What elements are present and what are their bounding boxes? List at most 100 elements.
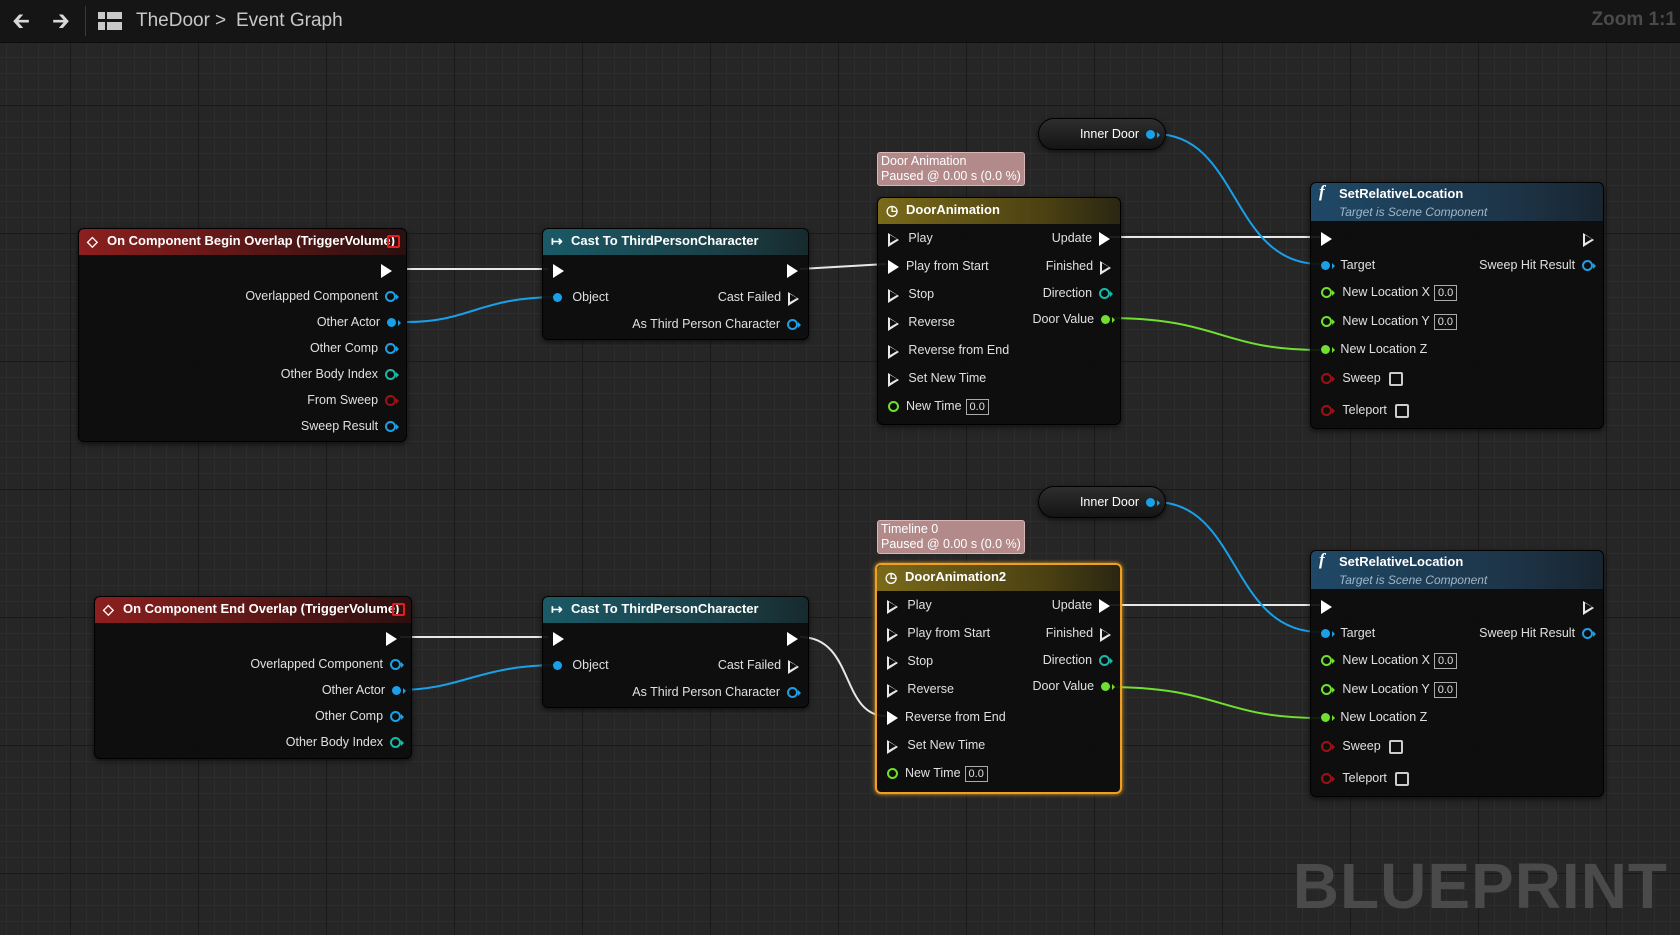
variable-out-pin[interactable] xyxy=(1146,498,1160,507)
exec-in-pin[interactable] xyxy=(553,629,564,647)
pin-cast-failed[interactable]: Cast Failed xyxy=(718,288,799,306)
pin-target[interactable]: Target xyxy=(1321,624,1375,642)
delegate-pin-icon[interactable] xyxy=(392,603,405,616)
pin-teleport[interactable]: Teleport xyxy=(1321,769,1409,787)
pin-update[interactable]: Update xyxy=(1052,229,1110,247)
cast-node[interactable]: ↦ Cast To ThirdPersonCharacter Object Ca… xyxy=(542,228,809,340)
set-relative-location-node[interactable]: f SetRelativeLocation Target is Scene Co… xyxy=(1310,182,1604,429)
sweep-checkbox[interactable] xyxy=(1388,371,1403,386)
exec-out-pin[interactable] xyxy=(1583,597,1594,615)
teleport-checkbox[interactable] xyxy=(1394,771,1409,786)
begin-overlap-event-node[interactable]: ◇ On Component Begin Overlap (TriggerVol… xyxy=(78,228,407,442)
pin-play-from-start[interactable]: Play from Start xyxy=(887,624,990,642)
timeline-node-selected[interactable]: ◷ DoorAnimation2 Play Play from Start St… xyxy=(875,563,1122,794)
pin-sweep[interactable]: Sweep xyxy=(1321,369,1403,387)
pin-sweep-result[interactable]: Sweep Result xyxy=(301,417,399,435)
pin-update[interactable]: Update xyxy=(1052,596,1110,614)
pin-reverse-from-end[interactable]: Reverse from End xyxy=(888,341,1009,359)
pin-door-value[interactable]: Door Value xyxy=(1032,310,1115,328)
new-time-input[interactable]: 0.0 xyxy=(964,765,988,782)
pin-door-value[interactable]: Door Value xyxy=(1032,677,1115,695)
exec-out-pin[interactable] xyxy=(1583,229,1594,247)
pin-target[interactable]: Target xyxy=(1321,256,1375,274)
pin-teleport[interactable]: Teleport xyxy=(1321,401,1409,419)
exec-out-pin[interactable] xyxy=(787,629,798,647)
node-header: f SetRelativeLocation Target is Scene Co… xyxy=(1311,551,1603,589)
location-y-input[interactable]: 0.0 xyxy=(1433,313,1458,330)
location-x-input[interactable]: 0.0 xyxy=(1433,284,1458,301)
pin-other-body-index[interactable]: Other Body Index xyxy=(286,733,404,751)
pin-sweep-hit-result[interactable]: Sweep Hit Result xyxy=(1479,256,1596,274)
inner-door-variable-node[interactable]: Inner Door xyxy=(1038,486,1166,518)
variable-out-pin[interactable] xyxy=(1146,130,1160,139)
pin-as-third-person-character[interactable]: As Third Person Character xyxy=(632,315,801,333)
pin-reverse[interactable]: Reverse xyxy=(888,313,955,331)
pin-other-actor[interactable]: Other Actor xyxy=(317,313,401,331)
pin-reverse[interactable]: Reverse xyxy=(887,680,954,698)
breadcrumb-separator: > xyxy=(215,10,227,31)
node-title: SetRelativeLocation xyxy=(1339,554,1464,569)
exec-out-pin[interactable] xyxy=(381,261,392,279)
event-graph-icon xyxy=(98,12,122,30)
pin-stop[interactable]: Stop xyxy=(887,652,933,670)
breadcrumb-graph[interactable]: Event Graph xyxy=(236,10,343,31)
pin-other-body-index[interactable]: Other Body Index xyxy=(281,365,399,383)
pin-finished[interactable]: Finished xyxy=(1046,257,1111,275)
location-x-input[interactable]: 0.0 xyxy=(1433,652,1458,669)
pin-as-third-person-character[interactable]: As Third Person Character xyxy=(632,683,801,701)
sweep-checkbox[interactable] xyxy=(1388,739,1403,754)
pin-sweep-hit-result[interactable]: Sweep Hit Result xyxy=(1479,624,1596,642)
cast-arrow-icon: ↦ xyxy=(551,601,563,617)
pin-finished[interactable]: Finished xyxy=(1046,624,1111,642)
pin-from-sweep[interactable]: From Sweep xyxy=(307,391,399,409)
pin-other-actor[interactable]: Other Actor xyxy=(322,681,406,699)
pin-play[interactable]: Play xyxy=(888,229,933,247)
node-title: SetRelativeLocation xyxy=(1339,186,1464,201)
pin-direction[interactable]: Direction xyxy=(1043,651,1113,669)
pin-object[interactable]: Object xyxy=(553,288,609,306)
timeline-node[interactable]: ◷ DoorAnimation Play Play from Start Sto… xyxy=(877,197,1121,425)
pin-set-new-time[interactable]: Set New Time xyxy=(887,736,985,754)
back-arrow-icon[interactable]: 🡰 xyxy=(12,8,30,33)
pin-direction[interactable]: Direction xyxy=(1043,284,1113,302)
pin-overlapped-component[interactable]: Overlapped Component xyxy=(250,655,404,673)
pin-new-location-z[interactable]: New Location Z xyxy=(1321,340,1427,358)
cast-node[interactable]: ↦ Cast To ThirdPersonCharacter Object Ca… xyxy=(542,596,809,708)
delegate-pin-icon[interactable] xyxy=(387,235,400,248)
breadcrumb-blueprint[interactable]: TheDoor xyxy=(136,10,210,31)
pin-other-comp[interactable]: Other Comp xyxy=(310,339,399,357)
node-header: ◇ On Component Begin Overlap (TriggerVol… xyxy=(79,229,406,255)
pin-play-from-start[interactable]: Play from Start xyxy=(888,257,989,275)
exec-out-pin[interactable] xyxy=(386,629,397,647)
forward-arrow-icon[interactable]: 🡲 xyxy=(52,8,70,33)
teleport-checkbox[interactable] xyxy=(1394,403,1409,418)
set-relative-location-node[interactable]: f SetRelativeLocation Target is Scene Co… xyxy=(1310,550,1604,797)
pin-set-new-time[interactable]: Set New Time xyxy=(888,369,986,387)
pin-other-comp[interactable]: Other Comp xyxy=(315,707,404,725)
pin-stop[interactable]: Stop xyxy=(888,285,934,303)
exec-in-pin[interactable] xyxy=(1321,597,1332,615)
zoom-level: Zoom 1:1 xyxy=(1591,9,1676,30)
pin-sweep[interactable]: Sweep xyxy=(1321,737,1403,755)
pin-play[interactable]: Play xyxy=(887,596,932,614)
new-time-input[interactable]: 0.0 xyxy=(965,398,989,415)
exec-in-pin[interactable] xyxy=(1321,229,1332,247)
pin-new-location-z[interactable]: New Location Z xyxy=(1321,708,1427,726)
pin-object[interactable]: Object xyxy=(553,656,609,674)
pin-overlapped-component[interactable]: Overlapped Component xyxy=(245,287,399,305)
end-overlap-event-node[interactable]: ◇ On Component End Overlap (TriggerVolum… xyxy=(94,596,412,759)
exec-in-pin[interactable] xyxy=(553,261,564,279)
exec-out-pin[interactable] xyxy=(787,261,798,279)
pin-reverse-from-end[interactable]: Reverse from End xyxy=(887,708,1006,726)
location-y-input[interactable]: 0.0 xyxy=(1433,681,1458,698)
inner-door-variable-node[interactable]: Inner Door xyxy=(1038,118,1166,150)
function-icon: f xyxy=(1319,182,1325,201)
pin-cast-failed[interactable]: Cast Failed xyxy=(718,656,799,674)
